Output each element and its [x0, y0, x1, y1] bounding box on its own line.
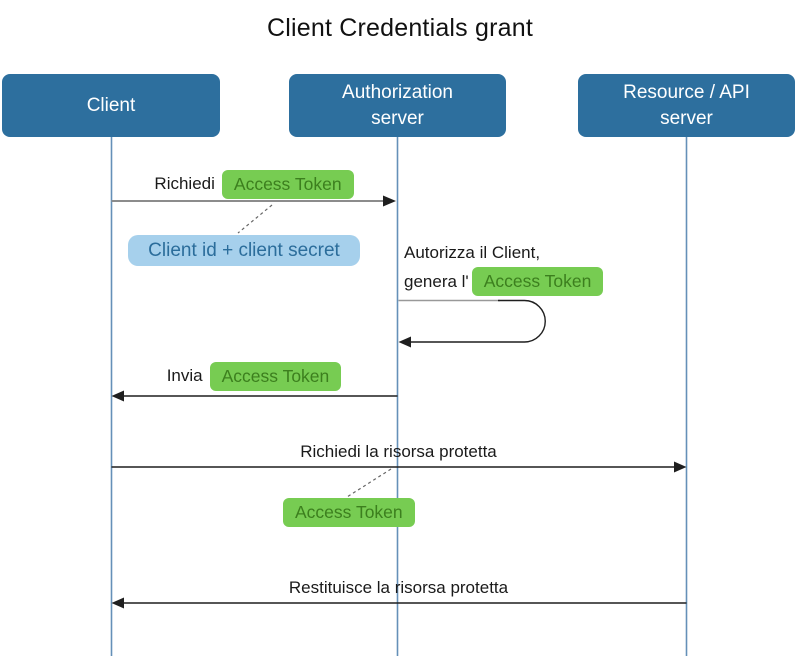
- authorize-note: Autorizza il Client, genera l' Access To…: [404, 243, 604, 296]
- message-return-resource: Restituisce la risorsa protetta: [288, 578, 509, 597]
- message-send-token: Invia Access Token: [111, 361, 397, 391]
- actor-auth-label-line2: server: [371, 107, 424, 129]
- actor-authorization-server: Authorization server: [289, 74, 506, 137]
- actor-client-label-line1: Client: [86, 94, 136, 116]
- token-note: Access Token: [283, 498, 415, 527]
- credentials-note-badge: Client id + client secret: [128, 235, 360, 266]
- message-request-resource: Richiedi la risorsa protetta: [300, 442, 497, 461]
- arrowhead-request-token: [383, 195, 396, 207]
- message-request-token: Richiedi Access Token: [111, 169, 397, 199]
- connector-token-note: [346, 468, 392, 498]
- arrowhead-self-loop: [398, 336, 411, 348]
- access-token-badge: Access Token: [283, 498, 415, 527]
- message-send-token-text: Invia: [166, 366, 203, 385]
- diagram-title: Client Credentials grant: [266, 14, 534, 42]
- actor-resource-label-line2: server: [660, 107, 713, 129]
- authorize-note-line2: genera l' Access Token: [404, 267, 604, 296]
- arrowhead-return-resource: [111, 597, 124, 609]
- access-token-badge: Access Token: [471, 267, 604, 296]
- actor-resource-server: Resource / API server: [578, 74, 795, 137]
- actor-resource-label-line1: Resource / API: [623, 81, 750, 103]
- actor-auth-label-line1: Authorization: [342, 81, 453, 103]
- authorize-note-line2-text: genera l': [404, 271, 469, 291]
- arrowhead-send-token: [111, 390, 124, 402]
- access-token-badge: Access Token: [209, 361, 342, 391]
- actor-client: Client: [2, 74, 220, 137]
- self-loop-path: [410, 299, 546, 343]
- arrowhead-request-resource: [674, 461, 687, 473]
- authorize-note-line1: Autorizza il Client,: [404, 243, 541, 262]
- message-request-token-text: Richiedi: [154, 174, 215, 193]
- access-token-badge: Access Token: [221, 169, 354, 199]
- connector-credentials-note: [237, 204, 273, 234]
